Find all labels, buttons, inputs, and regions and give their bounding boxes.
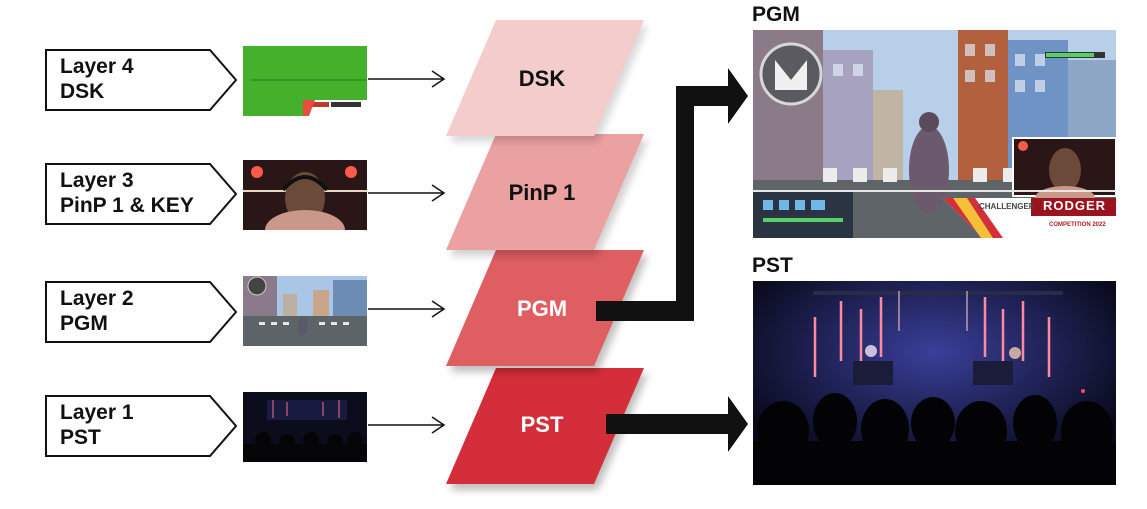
thumbnail-stage-audience: [243, 392, 367, 462]
input-label-line1: Layer 2: [60, 287, 134, 310]
arrow-to-pgm-output: [596, 68, 748, 321]
lower-third-tag: CHALLENGER: [979, 202, 1035, 211]
pentagon-label-shape: [45, 395, 238, 457]
input-label-line2: DSK: [60, 80, 105, 103]
lower-third-subtitle: COMPETITION 2022: [1049, 222, 1106, 228]
layer-plate-pgm: [446, 250, 644, 366]
pentagon-label-shape: [45, 281, 238, 343]
layer-plate-pst: [446, 368, 644, 484]
input-label-line2: PST: [60, 426, 101, 449]
input-label-layer-1: Layer 1 PST: [44, 394, 238, 458]
input-label-line1: Layer 1: [60, 401, 134, 424]
audience-silhouettes: [753, 393, 1116, 485]
thumbnail-dsk-graphic: [243, 46, 367, 116]
thumbnail-pinp-camera: [243, 160, 367, 230]
lower-third-name: RODGER: [1043, 198, 1107, 213]
output-title-pgm: PGM: [752, 3, 800, 26]
output-preview-pst: [753, 281, 1116, 485]
input-arrows: [368, 70, 446, 434]
input-label-line2: PGM: [60, 312, 108, 335]
arrow-head-dsk: [431, 70, 446, 88]
output-preview-pgm: CHALLENGER RODGER COMPETITION 2022: [753, 30, 1116, 238]
layer-plate-pinp: [446, 134, 644, 250]
input-label-line1: Layer 3: [60, 169, 134, 192]
layer-label-pgm: PGM: [516, 296, 568, 321]
input-label-line2: PinP 1 & KEY: [60, 194, 194, 217]
input-label-line1: Layer 4: [60, 55, 134, 78]
arrow-head-pst: [431, 416, 446, 434]
arrow-head-pgm: [431, 300, 446, 318]
arrow-to-pst-output: [606, 396, 748, 452]
layer-label-pinp: PinP 1: [508, 180, 576, 205]
arrow-head-pinp: [431, 184, 446, 202]
thumbnail-game-scene: [243, 276, 367, 346]
layer-label-pst: PST: [520, 412, 564, 437]
pentagon-label-shape: [45, 49, 238, 111]
pentagon-label-shape: [45, 163, 238, 225]
layer-label-dsk: DSK: [518, 66, 566, 91]
layer-plate-dsk: [446, 20, 644, 136]
stage-light-bars: [813, 297, 1051, 377]
output-title-pst: PST: [752, 254, 793, 277]
input-label-layer-3: Layer 3 PinP 1 & KEY: [44, 162, 238, 226]
output-arrows: [596, 68, 748, 452]
input-label-layer-4: Layer 4 DSK: [44, 48, 238, 112]
input-label-layer-2: Layer 2 PGM: [44, 280, 238, 344]
